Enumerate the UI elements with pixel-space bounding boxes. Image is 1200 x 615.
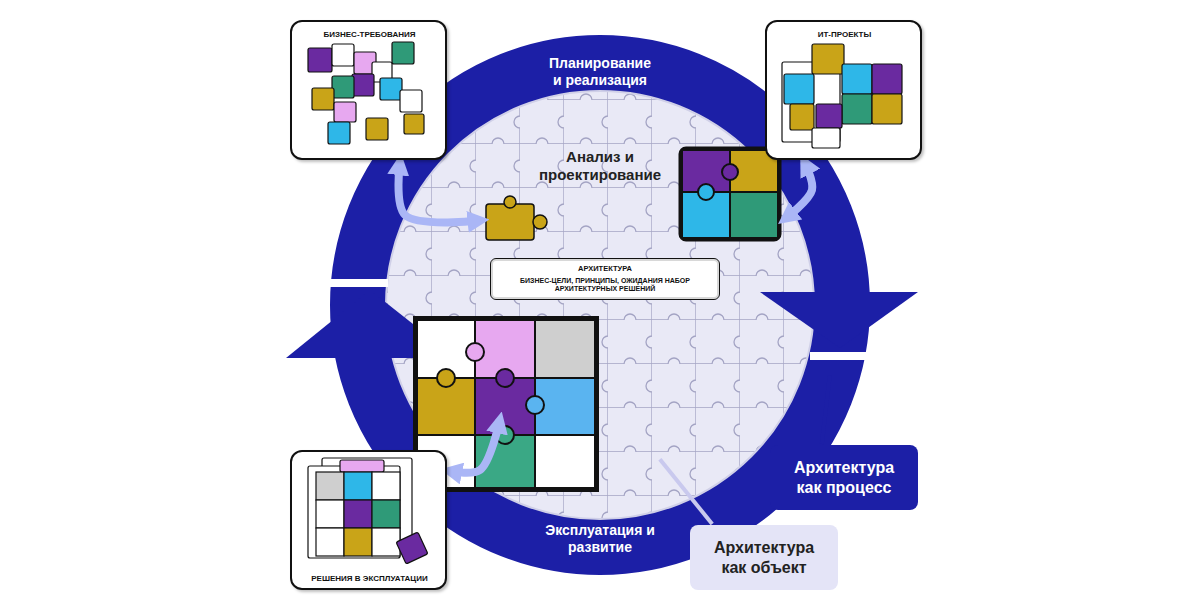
- mini-puzzle: [308, 42, 424, 144]
- mini-puzzle: [842, 64, 872, 94]
- puzzle-block: [535, 320, 595, 378]
- puzzle-grid: [387, 92, 813, 518]
- mini-puzzle: [782, 44, 902, 148]
- flow-arrow: [785, 162, 812, 219]
- puzzle-block: [698, 184, 714, 200]
- flow-arrow: [398, 162, 480, 222]
- text-holder: Анализ и проектирование: [525, 148, 675, 184]
- puzzle-block: [415, 318, 597, 490]
- puzzle-block: [680, 148, 780, 240]
- puzzle-block: [417, 435, 475, 488]
- text-holder: Эксплуатация и развитие: [545, 522, 655, 556]
- text-holder: ИТ-ПРОЕКТЫ: [773, 30, 916, 40]
- puzzle-block: [722, 164, 738, 180]
- puzzle-block: [535, 435, 595, 488]
- mini-puzzle: [784, 74, 814, 104]
- mini-puzzle: [372, 528, 400, 556]
- ring-arrowhead: [286, 283, 918, 358]
- mini-puzzle: [312, 88, 334, 110]
- text-holder: БИЗНЕС-ЦЕЛИ, ПРИНЦИПЫ, ОЖИДАНИЯ НАБОР АР…: [499, 273, 711, 294]
- mini-puzzle: [316, 528, 344, 556]
- text-holder: АРХИТЕКТУРА: [578, 264, 632, 273]
- ring-arrowhead: [322, 279, 388, 287]
- node-title: Анализ и проектирование: [525, 148, 675, 184]
- mini-puzzle: [872, 94, 902, 124]
- mini-puzzle: [812, 128, 840, 148]
- mini-puzzle: [816, 104, 842, 128]
- ring-arrowhead: [810, 352, 876, 360]
- puzzle-block: [415, 318, 597, 490]
- mini-puzzle: [352, 74, 374, 96]
- flow-arrow: [449, 420, 500, 473]
- mini-puzzle: [308, 458, 428, 564]
- callout-box: Архитектура как объект: [690, 525, 838, 590]
- mini-puzzle: [308, 466, 400, 558]
- text-holder: Планирование и реализация: [545, 55, 655, 89]
- node-title: Планирование и реализация: [545, 55, 655, 89]
- puzzle-block: [466, 343, 484, 361]
- node-title: РЕШЕНИЯ В ЭКСПЛУАТАЦИИ: [298, 574, 441, 584]
- mini-puzzle: [344, 472, 372, 500]
- puzzle-piece: [486, 204, 534, 240]
- puzzle-block: [496, 369, 514, 387]
- mini-puzzle: [842, 94, 872, 124]
- mini-puzzle: [366, 118, 388, 140]
- mini-puzzle: [344, 528, 372, 556]
- mini-puzzle: [340, 460, 384, 472]
- mini-puzzle: [344, 500, 372, 528]
- mini-puzzle: [392, 42, 414, 64]
- node-title: Архитектура как объект: [700, 538, 828, 576]
- node-title: Архитектура как процесс: [780, 458, 908, 496]
- mini-puzzle: [316, 472, 344, 500]
- mini-puzzle: [372, 472, 400, 500]
- callout-pointer: [660, 459, 712, 524]
- mini-puzzle: [332, 76, 354, 98]
- node-title: ИТ-ПРОЕКТЫ: [773, 30, 916, 40]
- architecture-box: АРХИТЕКТУРА БИЗНЕС-ЦЕЛИ, ПРИНЦИПЫ, ОЖИДАН…: [490, 258, 720, 300]
- mini-puzzle: [872, 64, 902, 94]
- node-body: БИЗНЕС-ЦЕЛИ, ПРИНЦИПЫ, ОЖИДАНИЯ НАБОР АР…: [499, 277, 711, 294]
- mini-puzzle: [372, 500, 400, 528]
- mini-puzzle: [332, 44, 354, 66]
- text-holder: Архитектура как процесс: [780, 458, 908, 496]
- mini-puzzle: [396, 532, 428, 564]
- callout-pointer: [822, 375, 830, 444]
- puzzle-piece: [533, 215, 547, 229]
- text-holder: РЕШЕНИЯ В ЭКСПЛУАТАЦИИ: [298, 574, 441, 584]
- callout-box: Архитектура как процесс: [770, 445, 918, 510]
- mini-puzzle: [790, 104, 814, 130]
- puzzle-piece: [504, 196, 516, 208]
- mini-puzzle: [316, 500, 344, 528]
- puzzle-block: [437, 369, 455, 387]
- mini-puzzle: [328, 122, 350, 144]
- text-holder: Архитектура как объект: [700, 538, 828, 576]
- mini-puzzle: [404, 114, 424, 134]
- node-title: АРХИТЕКТУРА: [578, 264, 632, 273]
- mini-puzzle: [308, 48, 332, 72]
- text-holder: БИЗНЕС-ТРЕБОВАНИЯ: [298, 30, 441, 40]
- puzzle-piece: [486, 196, 547, 240]
- circle-ground: [386, 91, 814, 519]
- puzzle-block: [730, 192, 778, 238]
- ring-arrowhead: [760, 292, 918, 348]
- mini-puzzle: [334, 102, 356, 122]
- mini-puzzle: [380, 78, 402, 100]
- mini-puzzle: [812, 44, 844, 74]
- node-title: БИЗНЕС-ТРЕБОВАНИЯ: [298, 30, 441, 40]
- puzzle-block: [680, 148, 780, 240]
- node-body: Эксплуатация и развитие: [545, 522, 655, 556]
- puzzle-block: [526, 396, 544, 414]
- mini-puzzle: [400, 90, 422, 112]
